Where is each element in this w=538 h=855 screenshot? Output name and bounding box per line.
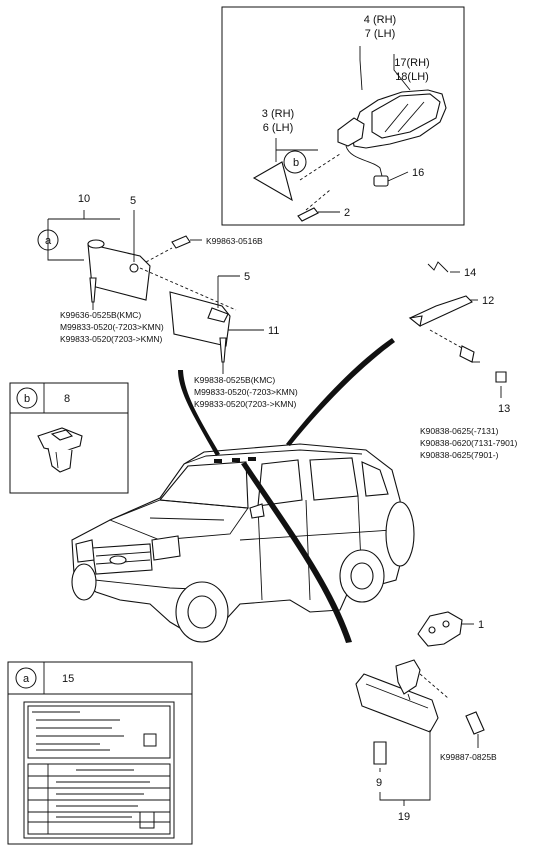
visor-left-pn-2: M99833-0520(-7203>KMN): [60, 322, 164, 332]
callout-label-sheet: 15: [62, 673, 74, 685]
assist-grip-group: 14 12 13 K90838-0625(-7131) K90838-0620(…: [408, 261, 518, 460]
inner-mirror-cover: [373, 741, 387, 765]
callout-mirror-bolt: 2: [344, 207, 350, 219]
outside-mirror-detail-box: 4 (RH) 7 (LH) 17(RH) 18(LH) 3 (RH) 6 (LH…: [221, 6, 465, 226]
callout-inner-mirror: 19: [398, 811, 410, 823]
visor-right-pn-3: K99833-0520(7203->KMN): [194, 399, 296, 409]
callout-grip-clip: 14: [464, 267, 476, 279]
callout-grip-cap: 13: [498, 403, 510, 415]
sun-visor-group: 10 a 5 K99636-0525B(KMC) M99833-0520(-72…: [37, 193, 298, 409]
detail-b-box-letter: b: [24, 393, 30, 405]
callout-mirror-cover-rh: 3 (RH): [262, 108, 294, 120]
inner-mirror-screw-pn: K99887-0825B: [440, 752, 497, 762]
caution-label-sheet: [23, 701, 175, 839]
room-lamp-group: 1: [417, 611, 484, 647]
detail-b-box: b 8: [9, 382, 129, 494]
inside-mirror-group: K99887-0825B 9 19: [355, 659, 497, 823]
grip-screw-pn-2: K90838-0620(7131-7901): [420, 438, 518, 448]
visor-right-pn-2: M99833-0520(-7203>KMN): [194, 387, 298, 397]
inside-mirror: [355, 673, 439, 733]
grip-screw-pn-1: K90838-0625(-7131): [420, 426, 499, 436]
leader-wedges: [178, 338, 395, 643]
callout-mirror-glass-rh: 17(RH): [394, 57, 429, 69]
callout-visor-panel: 11: [268, 325, 279, 337]
callout-mirror-assy-lh: 7 (LH): [365, 28, 396, 40]
callout-visor-holder-a: 5: [130, 195, 136, 207]
detail-a-box: a 15: [7, 661, 193, 845]
detail-a-letter: a: [45, 235, 52, 247]
callout-visor-assy: 10: [78, 193, 90, 205]
visor-right-pn-1: K99838-0525B(KMC): [194, 375, 275, 385]
detail-b-letter: b: [293, 157, 299, 169]
mirror-cover: [252, 138, 318, 202]
callout-mirror-glass-lh: 18(LH): [395, 71, 429, 83]
sun-visor-left: [87, 243, 151, 301]
callout-inner-mirror-cover: 9: [376, 777, 382, 789]
visor-top-screw-pn: K99863-0516B: [206, 236, 263, 246]
callout-dome-lamp: 1: [478, 619, 484, 631]
detail-a-marker: [37, 229, 59, 251]
callout-harness: 16: [412, 167, 424, 179]
room-lamp: [417, 611, 463, 647]
sun-visor-right: [169, 291, 231, 347]
detail-b-marker: [283, 150, 307, 174]
outside-mirror-assembly: [337, 46, 447, 187]
callout-mirror-cover-lh: 6 (LH): [263, 122, 294, 134]
callout-mirror-assy-rh: 4 (RH): [364, 14, 396, 26]
callout-visor-holder-b: 5: [244, 271, 250, 283]
callout-detail-b-part: 8: [64, 393, 70, 405]
vehicle-illustration: [71, 443, 415, 643]
detail-a-box-letter: a: [23, 673, 30, 685]
visor-left-pn-1: K99636-0525B(KMC): [60, 310, 141, 320]
callout-grip: 12: [482, 295, 494, 307]
retainer-clip: [37, 427, 83, 473]
visor-left-pn-3: K99833-0520(7203->KMN): [60, 334, 162, 344]
grip-screw-pn-3: K90838-0625(7901-): [420, 450, 499, 460]
mirror-bolt: [297, 207, 340, 222]
